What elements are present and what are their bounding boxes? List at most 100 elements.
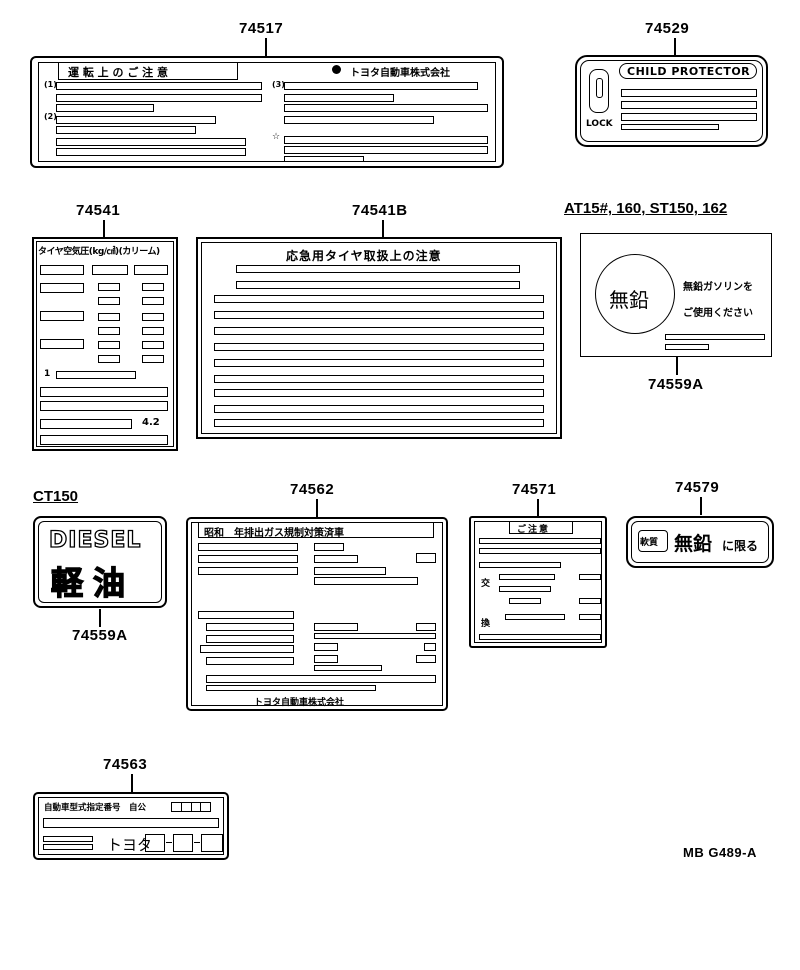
label-74517-line bbox=[56, 94, 262, 102]
label-74562-line bbox=[198, 555, 298, 563]
label-74563-line bbox=[43, 844, 93, 850]
label-74563-dash bbox=[166, 842, 172, 844]
label-74517-line bbox=[56, 138, 246, 146]
label-74562-line bbox=[314, 643, 338, 651]
label-74579-small-frame bbox=[638, 530, 668, 552]
label-74579-tail: に限る bbox=[722, 539, 759, 553]
leader-74571 bbox=[537, 499, 539, 517]
label-74562-title-frame bbox=[198, 522, 434, 538]
label-74541b-line bbox=[214, 405, 544, 413]
label-74517-line bbox=[284, 82, 478, 90]
label-74529-inner-frame bbox=[580, 60, 763, 142]
label-74517-n1: (1) bbox=[44, 80, 57, 89]
label-74571-title: ご注意 bbox=[517, 525, 551, 535]
label-74562-line bbox=[314, 555, 358, 563]
label-74541-cell bbox=[134, 265, 168, 275]
label-74541-line bbox=[56, 371, 136, 379]
label-74541-cell bbox=[142, 283, 164, 291]
label-74529-lock: LOCK bbox=[586, 119, 613, 129]
part-number-74541b: 74541B bbox=[352, 202, 408, 219]
label-74563-toyota: トヨタ bbox=[107, 836, 153, 854]
label-74579-small: 軟質 bbox=[640, 538, 659, 548]
label-74517-line bbox=[56, 126, 196, 134]
label-74571-line bbox=[579, 574, 601, 580]
label-74541-cell bbox=[98, 297, 120, 305]
label-74541-cell bbox=[92, 265, 128, 275]
label-74541b-title: 応急用タイヤ取扱上の注意 bbox=[286, 249, 442, 263]
label-74541-cell bbox=[40, 265, 84, 275]
label-74559a-diesel-inner bbox=[38, 521, 162, 603]
leader-74517 bbox=[265, 38, 267, 56]
label-74559a-unleaded-mark: 無鉛 bbox=[609, 288, 649, 312]
label-74562-line bbox=[206, 635, 294, 643]
label-74559a-diesel-jp: 軽油 bbox=[50, 563, 136, 602]
label-74541-cell bbox=[98, 341, 120, 349]
label-74517-driving-caution: 運 転 上 の ご 注 意 トヨタ自動車株式会社 (1) (2) (3) ☆ bbox=[30, 56, 504, 168]
label-74571-line bbox=[479, 634, 601, 640]
label-74559a-diesel: DIESEL 軽油 bbox=[33, 516, 167, 608]
label-74541-cell bbox=[142, 327, 164, 335]
leader-74559a-upper bbox=[676, 357, 678, 375]
label-74562-line bbox=[200, 645, 294, 653]
leader-74541b bbox=[382, 220, 384, 237]
label-74517-line bbox=[56, 148, 246, 156]
label-74541-cell bbox=[142, 341, 164, 349]
label-74541-cell bbox=[98, 313, 120, 321]
label-74541-cell bbox=[142, 297, 164, 305]
label-74571-kanji-2: 換 bbox=[481, 619, 491, 629]
label-74541b-line bbox=[214, 343, 544, 351]
label-74541b-line bbox=[236, 265, 520, 273]
label-74571-line bbox=[579, 598, 601, 604]
label-74562-line bbox=[314, 543, 344, 551]
label-74517-line bbox=[284, 116, 434, 124]
label-74541b-line bbox=[214, 327, 544, 335]
label-74541b-line bbox=[214, 419, 544, 427]
label-74563-code-divider bbox=[191, 803, 193, 811]
label-74541-tire-pressure: タイヤ空気圧(kg/㎠)(カリーム) 1 4.2 bbox=[32, 237, 178, 451]
label-74559a-line bbox=[665, 334, 765, 340]
label-74563-type-designation: 自動車型式指定番号 自公 トヨタ bbox=[33, 792, 229, 860]
label-74559a-circle bbox=[595, 254, 675, 334]
label-74563-title: 自動車型式指定番号 自公 bbox=[44, 803, 147, 813]
label-74541-cell bbox=[142, 355, 164, 363]
part-number-74559a-upper: 74559A bbox=[648, 376, 704, 393]
label-74541-value-42: 4.2 bbox=[142, 417, 160, 428]
label-74562-line bbox=[424, 643, 436, 651]
label-74517-line bbox=[56, 104, 154, 112]
label-74517-n2: (2) bbox=[44, 112, 57, 121]
label-74562-line bbox=[198, 611, 294, 619]
label-74563-model-box bbox=[145, 834, 165, 852]
leader-74562 bbox=[316, 499, 318, 517]
label-74559a-unleaded: 無鉛 無鉛ガソリンを ご使用ください bbox=[580, 233, 772, 357]
label-74541-title: タイヤ空気圧(kg/㎠)(カリーム) bbox=[38, 247, 160, 257]
label-74562-line bbox=[416, 623, 436, 631]
label-74563-code-divider bbox=[181, 803, 183, 811]
label-74541-cell bbox=[98, 355, 120, 363]
label-74517-heading: 運 転 上 の ご 注 意 bbox=[68, 66, 168, 79]
model-note-at: AT15#, 160, ST150, 162 bbox=[564, 200, 728, 217]
label-74562-line bbox=[314, 665, 382, 671]
label-74563-inner-frame bbox=[38, 797, 224, 855]
label-74517-line bbox=[284, 104, 488, 112]
label-74562-maker: トヨタ自動車株式会社 bbox=[254, 698, 345, 708]
label-74571-line bbox=[479, 548, 601, 554]
label-74517-maker: トヨタ自動車株式会社 bbox=[350, 68, 450, 79]
label-74517-line bbox=[284, 146, 488, 154]
label-74559a-line bbox=[665, 344, 709, 350]
label-74529-line bbox=[621, 113, 757, 121]
label-74563-code-boxes bbox=[171, 802, 211, 812]
label-74517-n3: (3) bbox=[272, 80, 285, 89]
label-74562-title: 昭和 年排出ガス規制対策済車 bbox=[204, 528, 344, 539]
label-74541-cell bbox=[40, 339, 84, 349]
label-74541b-line bbox=[214, 295, 544, 303]
label-74529-title-box bbox=[619, 63, 757, 79]
label-74529-line bbox=[621, 101, 757, 109]
label-74562-line bbox=[198, 567, 298, 575]
label-74562-line bbox=[314, 623, 358, 631]
label-74562-line bbox=[206, 623, 294, 631]
model-note-ct: CT150 bbox=[33, 488, 79, 505]
label-74563-model-box bbox=[173, 834, 193, 852]
label-74541-inner-frame bbox=[36, 241, 174, 447]
label-74571-line bbox=[505, 614, 565, 620]
label-74541-cell bbox=[142, 313, 164, 321]
